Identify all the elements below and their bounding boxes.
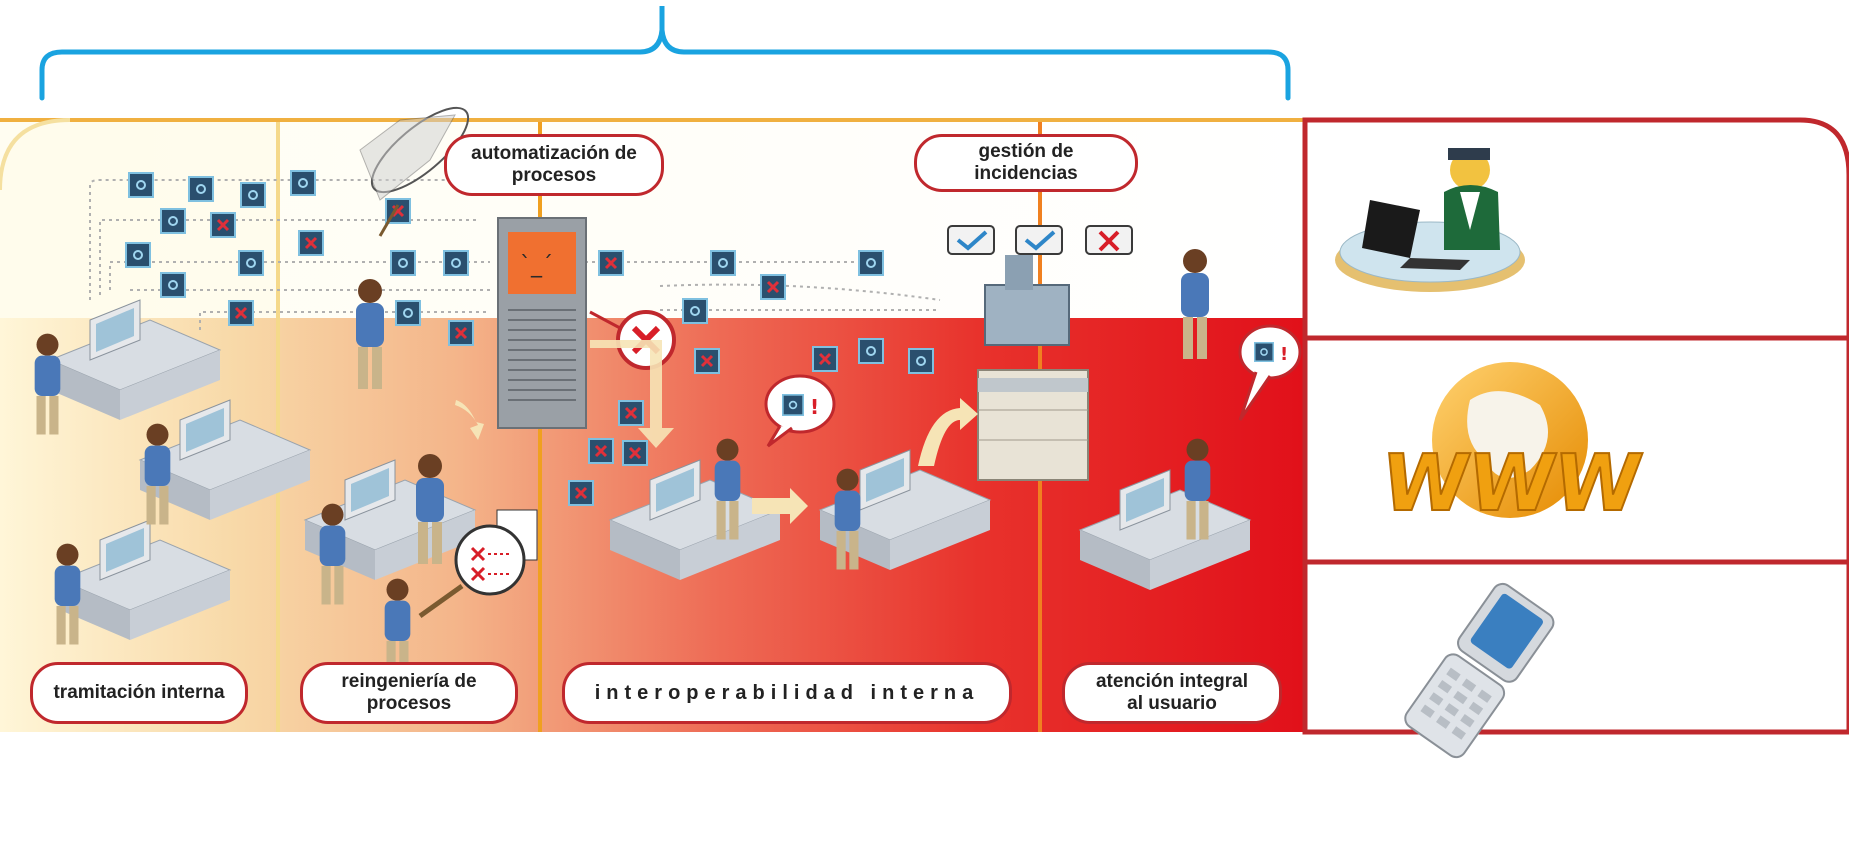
svg-text:!: ! [1280, 344, 1288, 365]
stage-tramitacion-text: tramitación interna [53, 682, 225, 703]
stage-label-atencion: atención integral al usuario [1062, 662, 1282, 724]
stage-atencion-line1: atención integral [1095, 671, 1249, 692]
stage-label-reingenieria: reingeniería de procesos [300, 662, 518, 724]
alert-bubble-right-icon: ! [1238, 324, 1302, 421]
stage-reingenieria-line2: procesos [366, 693, 452, 714]
stage-atencion-line2: al usuario [1127, 693, 1217, 714]
svg-text:`_´: `_´ [520, 253, 553, 278]
butterfly-net-icon [359, 106, 470, 237]
flow-arrows [455, 340, 978, 524]
grouping-brace [39, 6, 1291, 101]
www-globe-icon: WWW [1375, 362, 1648, 530]
stage-label-interoperabilidad: interoperabilidad interna [562, 662, 1012, 724]
office-worker-laptop-icon [1335, 148, 1525, 292]
svg-text:!: ! [810, 395, 819, 419]
magnifier-icon [418, 509, 538, 619]
stage-reingenieria-line1: reingeniería de [341, 671, 477, 692]
stage-label-tramitacion: tramitación interna [30, 662, 248, 724]
alert-bubble-icon: ! [764, 374, 836, 448]
svg-text:WWW: WWW [1376, 438, 1647, 529]
callout-incidencias-label: gestión de incidencias [974, 141, 1078, 184]
stage-interoperabilidad-text: interoperabilidad interna [594, 682, 980, 704]
server-icon: `_´ [497, 217, 587, 429]
callout-incidencias: gestión de incidencias [914, 134, 1138, 192]
callout-automatizacion-line1: automatización de [471, 143, 637, 164]
callout-automatizacion-line2: procesos [511, 165, 597, 186]
mobile-phone-icon [1404, 582, 1555, 759]
callout-automatizacion: automatización de procesos [444, 134, 664, 196]
incident-machine-icon [947, 225, 1133, 481]
